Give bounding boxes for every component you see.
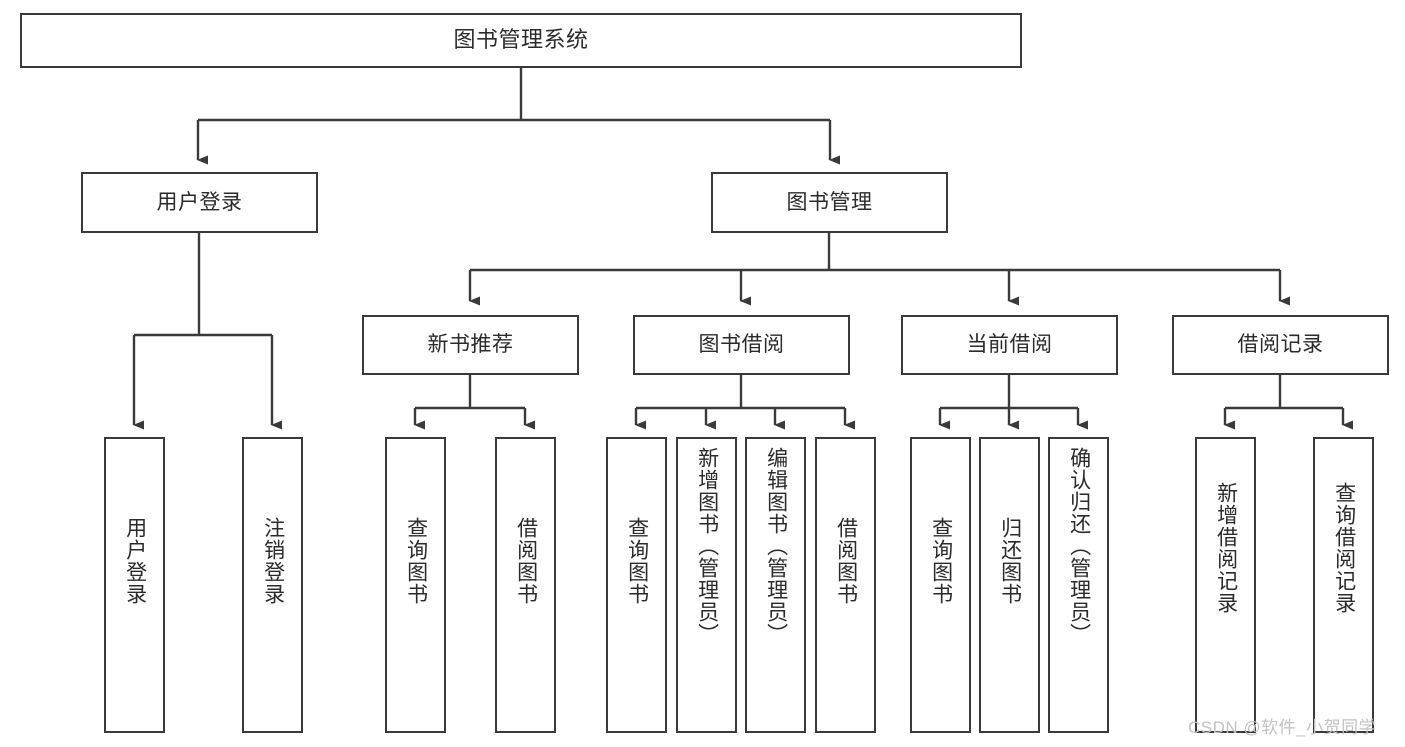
node-user-login[interactable]: 用户登录: [81, 172, 318, 233]
leaf-edit-book[interactable]: 编辑图书（管理员）: [745, 437, 806, 733]
leaf-query-book-2[interactable]: 查询图书: [606, 437, 667, 733]
leaf-query-book-2-label: 查询图书: [625, 517, 649, 605]
csdn-watermark: CSDN @软件_小贺同学: [1188, 718, 1377, 737]
node-book-borrow-label: 图书借阅: [698, 333, 785, 357]
node-book-borrow[interactable]: 图书借阅: [633, 315, 850, 375]
leaf-query-book-3-label: 查询图书: [929, 517, 953, 605]
leaf-return-book-label: 归还图书: [998, 517, 1022, 605]
leaf-add-record[interactable]: 新增借阅记录: [1195, 437, 1256, 733]
leaf-borrow-book-2-label: 借阅图书: [834, 517, 858, 605]
node-current-borrow-label: 当前借阅: [966, 333, 1053, 357]
leaf-user-login[interactable]: 用户登录: [104, 437, 165, 733]
node-new-book-recommend[interactable]: 新书推荐: [362, 315, 579, 375]
node-book-manage[interactable]: 图书管理: [711, 172, 948, 233]
node-current-borrow[interactable]: 当前借阅: [901, 315, 1118, 375]
leaf-query-book-1-label: 查询图书: [404, 517, 428, 605]
node-borrow-record[interactable]: 借阅记录: [1172, 315, 1389, 375]
leaf-user-login-label: 用户登录: [123, 517, 147, 605]
leaf-borrow-book-2[interactable]: 借阅图书: [815, 437, 876, 733]
leaf-user-logout-label: 注销登录: [261, 517, 285, 605]
leaf-query-record-label: 查询借阅记录: [1332, 482, 1356, 614]
leaf-confirm-return[interactable]: 确认归还（管理员）: [1048, 437, 1109, 733]
node-book-manage-label: 图书管理: [786, 190, 873, 214]
node-user-login-label: 用户登录: [156, 190, 243, 214]
node-root[interactable]: 图书管理系统: [20, 13, 1022, 68]
leaf-return-book[interactable]: 归还图书: [979, 437, 1040, 733]
leaf-add-book-label: 新增图书（管理员）: [695, 447, 719, 645]
leaf-user-logout[interactable]: 注销登录: [242, 437, 303, 733]
leaf-borrow-book-1-label: 借阅图书: [514, 517, 538, 605]
node-root-label: 图书管理系统: [453, 27, 589, 53]
leaf-query-record[interactable]: 查询借阅记录: [1313, 437, 1374, 733]
leaf-add-record-label: 新增借阅记录: [1214, 482, 1238, 614]
leaf-add-book[interactable]: 新增图书（管理员）: [676, 437, 737, 733]
leaf-confirm-return-label: 确认归还（管理员）: [1067, 447, 1091, 645]
node-borrow-record-label: 借阅记录: [1237, 333, 1324, 357]
leaf-query-book-3[interactable]: 查询图书: [910, 437, 971, 733]
node-new-book-recommend-label: 新书推荐: [427, 333, 514, 357]
leaf-edit-book-label: 编辑图书（管理员）: [764, 447, 788, 645]
leaf-query-book-1[interactable]: 查询图书: [385, 437, 446, 733]
leaf-borrow-book-1[interactable]: 借阅图书: [495, 437, 556, 733]
